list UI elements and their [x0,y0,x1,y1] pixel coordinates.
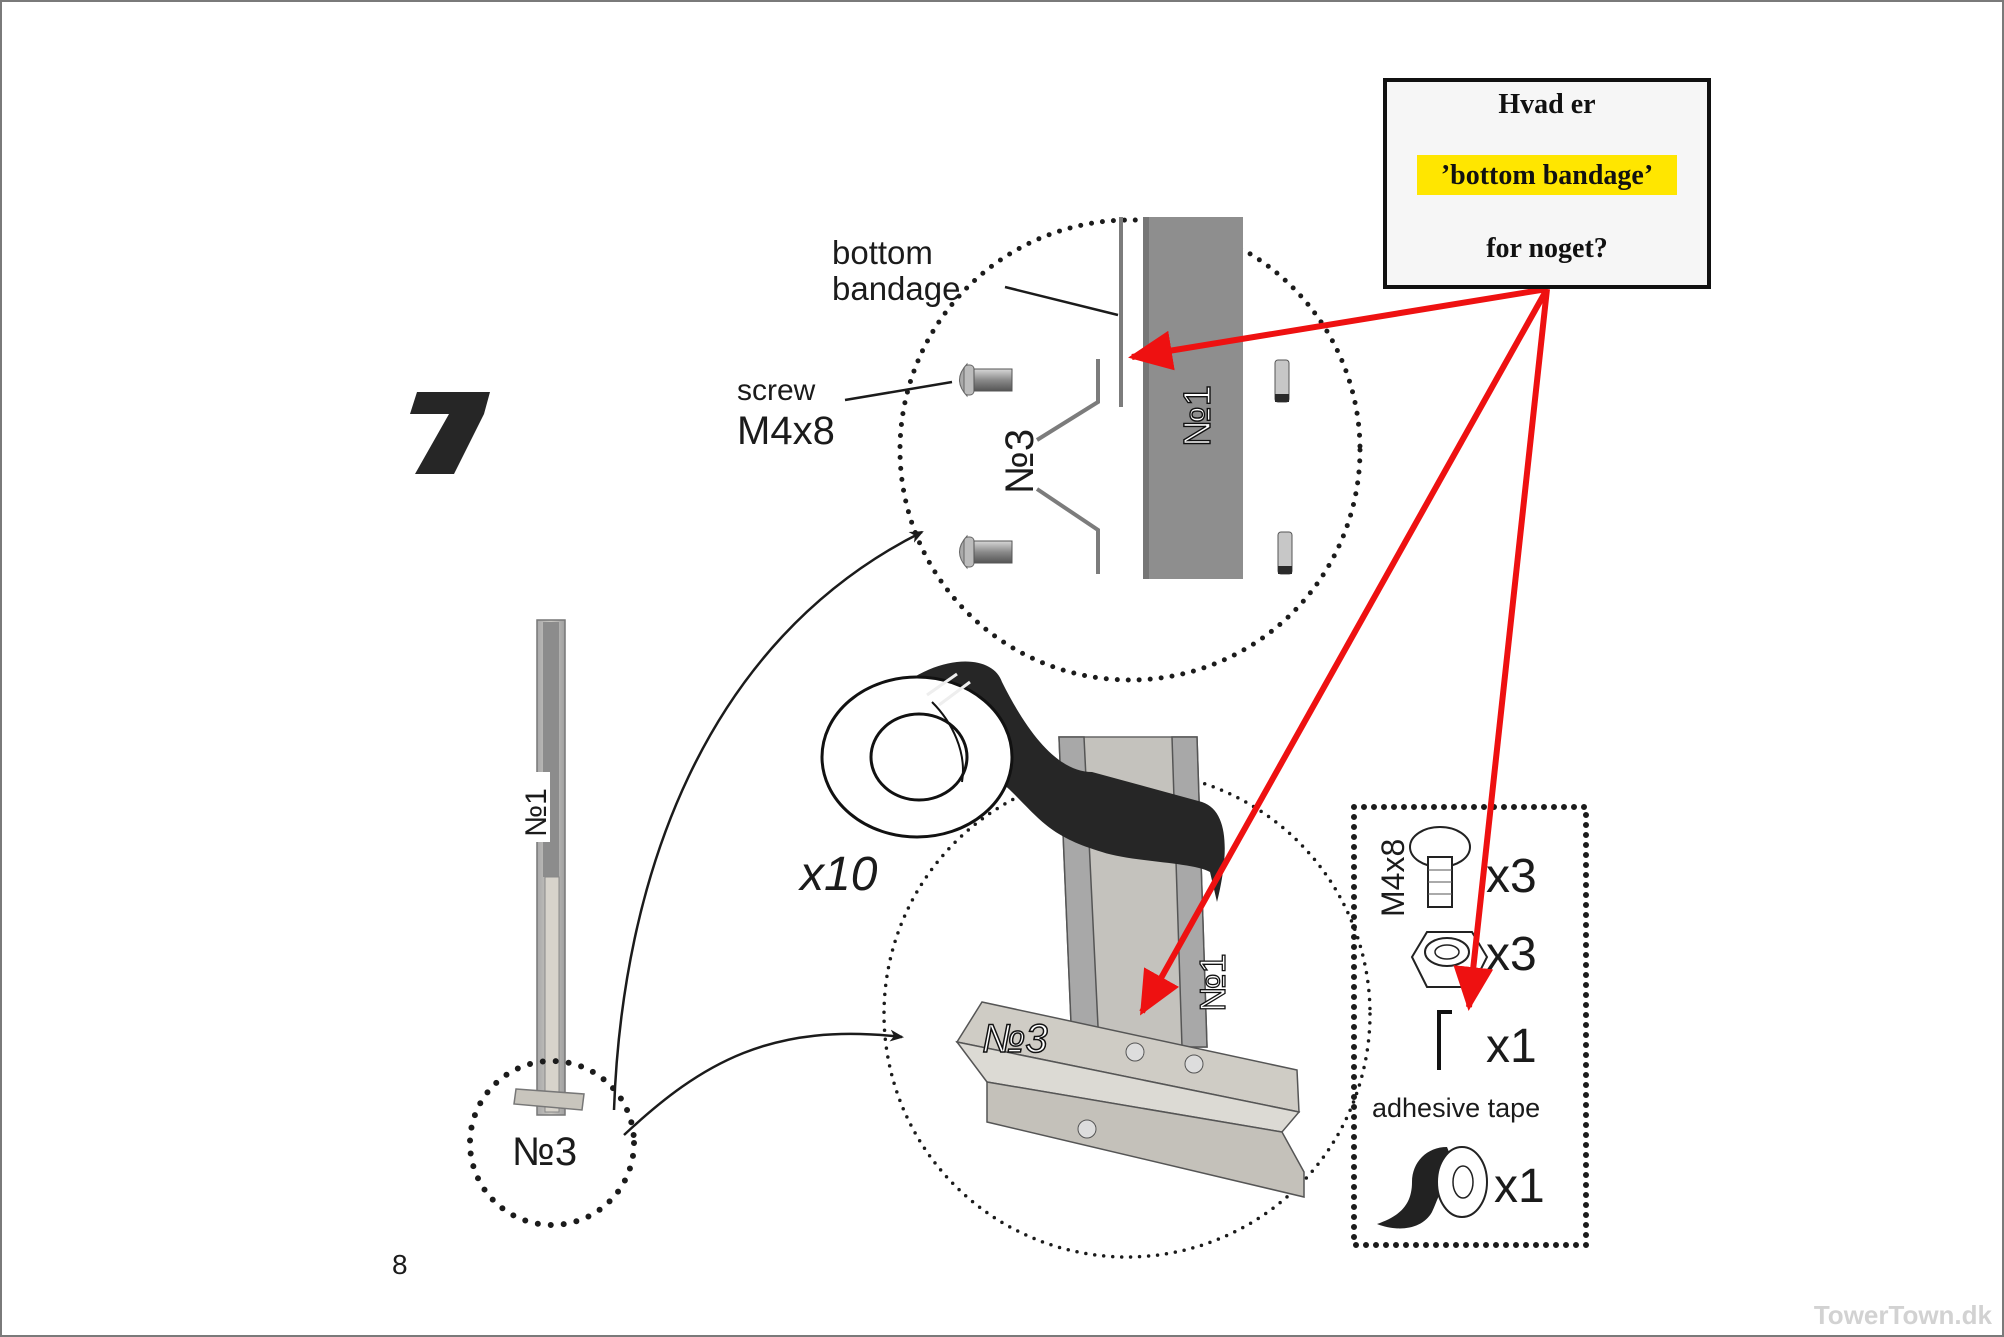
nut-icon [1410,931,1489,988]
bottom-bandage-label-line2: bandage [832,270,960,307]
parts-screw-size-label: M4x8 [1375,839,1411,917]
watermark: TowerTown.dk [1814,1300,1993,1330]
parts-list: M4x8 x3 x3 x1 adhesive tape x1 [1351,804,1589,1248]
detail-top-part-1-label: №1 [1177,385,1219,447]
callout-highlight-text: ’bottom bandage’ [1441,160,1653,191]
post-section [1143,217,1243,579]
detail-top-part-3-label: №3 [998,429,1042,494]
detail-top: №1 №3 bottom bandage scr [737,217,1363,683]
overview-part-1-label: №1 [520,788,553,837]
screw-size-label: M4x8 [737,409,835,453]
detail-bottom: №1 №3 x10 [798,661,1372,1259]
screw-label: screw [737,374,816,407]
callout-line3: for noget? [1486,233,1608,264]
parts-nut-qty: x3 [1486,928,1537,981]
tape-roll-icon [820,661,1225,902]
bandage-profile-icon [1437,1010,1452,1070]
screw-icon [1409,826,1471,908]
parts-tape-qty: x1 [1494,1160,1545,1213]
overview-post: №1 №3 [467,619,637,1228]
callout-line1: Hvad er [1498,89,1595,120]
screw-icon [959,534,1013,570]
parts-bandage-qty: x1 [1486,1020,1537,1073]
red-arrow-to-post [1139,287,1550,1016]
overview-part-3-label: №3 [512,1130,577,1174]
detail-bottom-part-3-label: №3 [982,1017,1048,1061]
tape-roll-icon [1377,1146,1488,1229]
red-arrow-to-bandage-detail [1128,286,1548,371]
overview-focus-circle [467,1058,637,1228]
parts-list-border [1351,804,1589,1248]
step-number: 7 [410,392,490,474]
nut-icon [1274,359,1290,403]
bottom-bandage-label-line1: bottom [832,234,933,271]
tape-count-label: x10 [798,848,878,901]
red-arrows [1128,286,1550,1016]
connector-arrow-top [612,530,924,1111]
screw-icon [959,362,1013,398]
detail-top-circle [897,217,1363,683]
page-number: 8 [392,1249,408,1280]
nut-icon [1277,531,1293,575]
detail-bottom-part-1-label: №1 [1192,953,1233,1012]
connector-arrow-bottom [623,1029,904,1136]
question-callout: Hvad er ’bottom bandage’ for noget? [1383,78,1711,289]
parts-screw-qty: x3 [1486,850,1537,903]
parts-tape-label: adhesive tape [1372,1093,1540,1123]
callout-highlight [1417,155,1677,195]
red-arrow-to-parts-list [1453,288,1550,1011]
